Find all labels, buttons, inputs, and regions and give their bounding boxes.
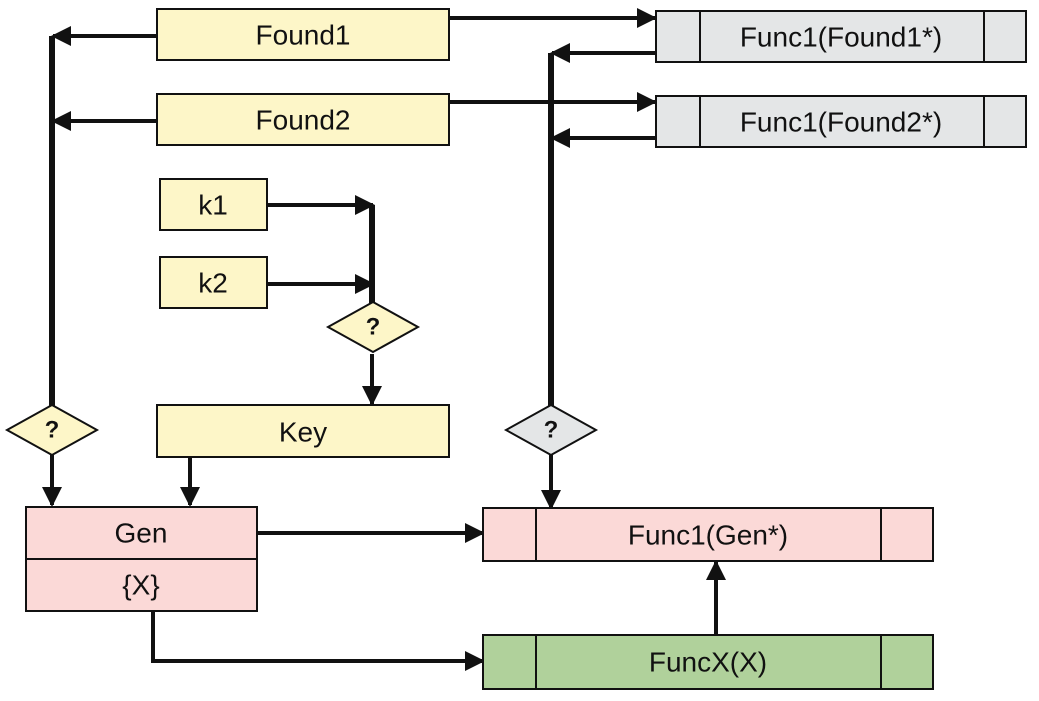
key-label: Key [279, 417, 327, 448]
gen-sub-label: {X} [122, 570, 159, 601]
gen-box: Gen {X} [25, 506, 258, 612]
func1-gen-box: Func1(Gen*) [482, 507, 934, 562]
funcx-box: FuncX(X) [482, 634, 934, 690]
func1-found2-label: Func1(Found2*) [740, 107, 942, 138]
k1-box: k1 [159, 178, 268, 231]
funcx-label: FuncX(X) [649, 647, 767, 678]
found2-box: Found2 [156, 93, 450, 146]
connectors [42, 8, 726, 671]
func1-found2-box: Func1(Found2*) [655, 95, 1027, 148]
key-decision: ? [325, 300, 421, 354]
k2-box: k2 [159, 256, 268, 309]
found2-label: Found2 [256, 105, 351, 136]
key-decision-label: ? [366, 314, 381, 341]
func1-found1-box: Func1(Found1*) [655, 10, 1027, 63]
func1-found1-label: Func1(Found1*) [740, 22, 942, 53]
right-decision: ? [503, 403, 599, 457]
found1-label: Found1 [256, 20, 351, 51]
left-decision: ? [4, 403, 100, 457]
func1-gen-label: Func1(Gen*) [628, 520, 788, 551]
k1-label: k1 [198, 190, 228, 221]
found1-box: Found1 [156, 8, 450, 61]
key-box: Key [156, 404, 450, 458]
right-decision-label: ? [544, 417, 559, 444]
left-decision-label: ? [45, 417, 60, 444]
arrow-x-to-funcx [151, 612, 485, 671]
gen-label: Gen [115, 518, 168, 549]
k2-label: k2 [198, 268, 228, 299]
